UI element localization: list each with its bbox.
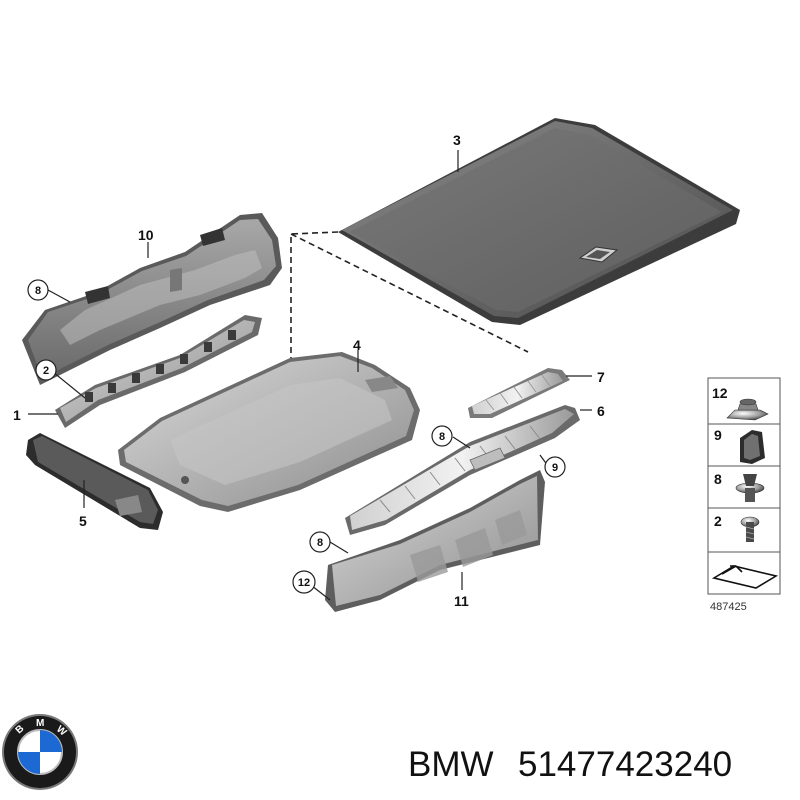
clip-icon [740, 430, 765, 464]
part-3-cargo-cover [338, 118, 740, 325]
part-6-loading-sill [345, 405, 580, 535]
part-10-trim-panel [22, 213, 282, 385]
reference-number: 487425 [710, 601, 747, 613]
leader-lines [28, 150, 592, 601]
part-7-sill-cover [468, 368, 570, 418]
fastener-legend [707, 377, 781, 595]
foam-pad-icon [711, 565, 779, 589]
bmw-logo: B M W [2, 714, 78, 790]
logo-letter-m: M [36, 718, 44, 729]
callout-12: 12 [298, 577, 310, 589]
brand-name: BMW [408, 745, 494, 784]
callout-8-middle: 8 [439, 431, 445, 443]
part-2-bracket [55, 315, 262, 428]
legend-label-8: 8 [714, 471, 722, 487]
part-number: 51477423240 [518, 745, 732, 784]
callout-10: 10 [138, 227, 154, 243]
legend-label-9: 9 [714, 427, 722, 443]
callout-6: 6 [597, 403, 605, 419]
dashed-connector [290, 231, 529, 430]
part-4-floor-panel [118, 352, 420, 512]
callout-2: 2 [43, 365, 49, 377]
legend-label-2: 2 [714, 513, 722, 529]
callout-9: 9 [552, 462, 558, 474]
push-rivet-icon [735, 474, 765, 502]
nut-icon [726, 398, 769, 421]
callout-4: 4 [353, 337, 361, 353]
legend-label-12: 12 [712, 385, 728, 401]
callout-8-bottom: 8 [317, 537, 323, 549]
callout-7: 7 [597, 369, 605, 385]
callout-8-top: 8 [35, 285, 41, 297]
callouts: 3 10 8 2 1 4 5 7 6 8 9 8 12 11 12 9 8 2 … [13, 132, 747, 613]
callout-1: 1 [13, 407, 21, 423]
screw-icon [740, 516, 760, 542]
part-11-lower-trim [325, 470, 545, 612]
part-5-side-trim [26, 433, 163, 530]
callout-3: 3 [453, 132, 461, 148]
callout-11: 11 [454, 593, 469, 609]
callout-5: 5 [79, 513, 87, 529]
